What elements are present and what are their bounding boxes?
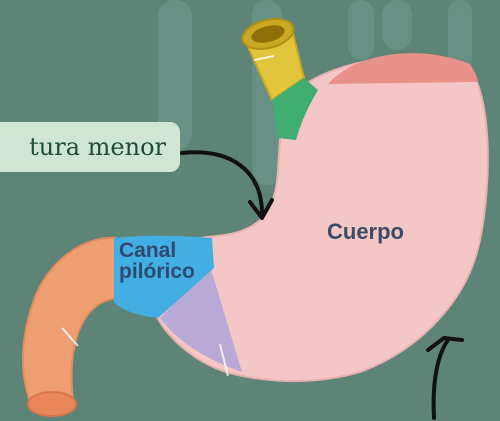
curvatura-menor-callout: tura menor (0, 122, 180, 172)
canal-pilorico-line2: pilórico (119, 261, 195, 282)
arrow-curvatura-mayor (434, 340, 448, 418)
duodenum-opening (28, 392, 76, 416)
duodenum (23, 238, 122, 408)
cuerpo-label: Cuerpo (327, 221, 404, 243)
canal-pilorico-label: Canal pilórico (119, 240, 195, 282)
canal-pilorico-line1: Canal (119, 240, 195, 261)
curvatura-menor-label: tura menor (29, 133, 166, 161)
